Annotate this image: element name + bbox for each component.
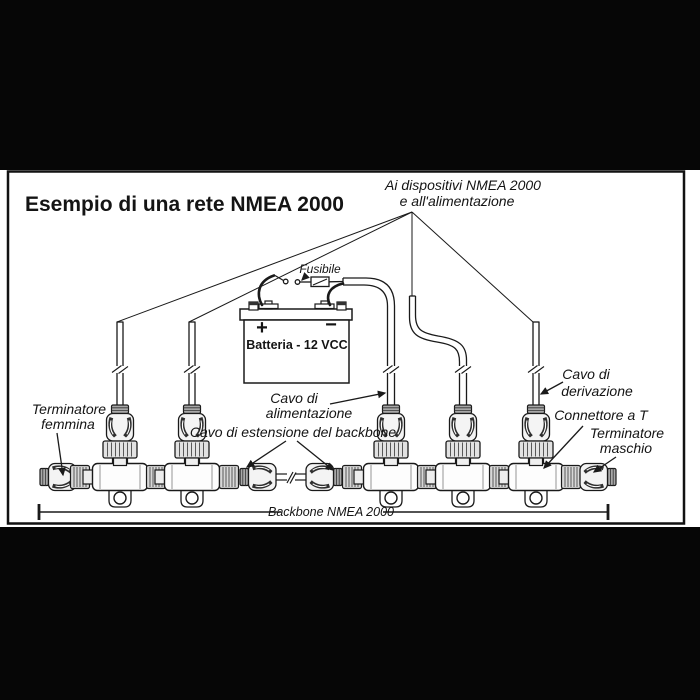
devices-label-line1: Ai dispositivi NMEA 2000 [384,177,541,193]
drop-cable-label-line1: Cavo di [562,366,610,382]
t-connector-label: Connettore a T [554,407,649,423]
callout-leaders [56,272,617,477]
backbone-extension-label: Cavo di estensione del backbone [190,424,396,440]
battery: + − Batteria - 12 VCC [239,300,353,384]
backbone [39,457,617,508]
positive-wire [257,274,276,307]
power-cable-label-line1: Cavo di [270,390,318,406]
negative-wire [326,282,345,307]
devices-label-line2: e all'alimentazione [400,193,515,209]
bottom-letterbox-band [0,527,700,700]
fuse-label: Fusibile [299,262,341,276]
switch-contact [294,279,301,285]
extension-cable [276,471,306,484]
battery-minus-sign: − [325,314,337,336]
power-circuit [257,274,345,307]
male-terminator-label-line2: maschio [600,440,652,456]
female-terminator-label-line1: Terminatore [32,401,106,417]
male-terminator-label-line1: Terminatore [590,425,664,441]
top-letterbox-band [0,0,700,170]
drop-cables [116,321,540,405]
power-cable-label-line2: alimentazione [266,405,353,421]
backbone-dimension-label: Backbone NMEA 2000 [268,505,394,519]
page-title: Esempio di una rete NMEA 2000 [25,193,344,216]
device-fan-lines [116,211,534,323]
battery-plus-sign: + [256,317,268,339]
curved-drop-cable [408,295,468,405]
female-terminator-label-line2: femmina [41,416,95,432]
battery-label: Batteria - 12 VCC [246,338,347,352]
backbone-dimension: Backbone NMEA 2000 [37,504,610,520]
switch-lever [274,274,284,282]
switch-contact [282,278,289,285]
drop-cable-label-line2: derivazione [561,383,633,399]
